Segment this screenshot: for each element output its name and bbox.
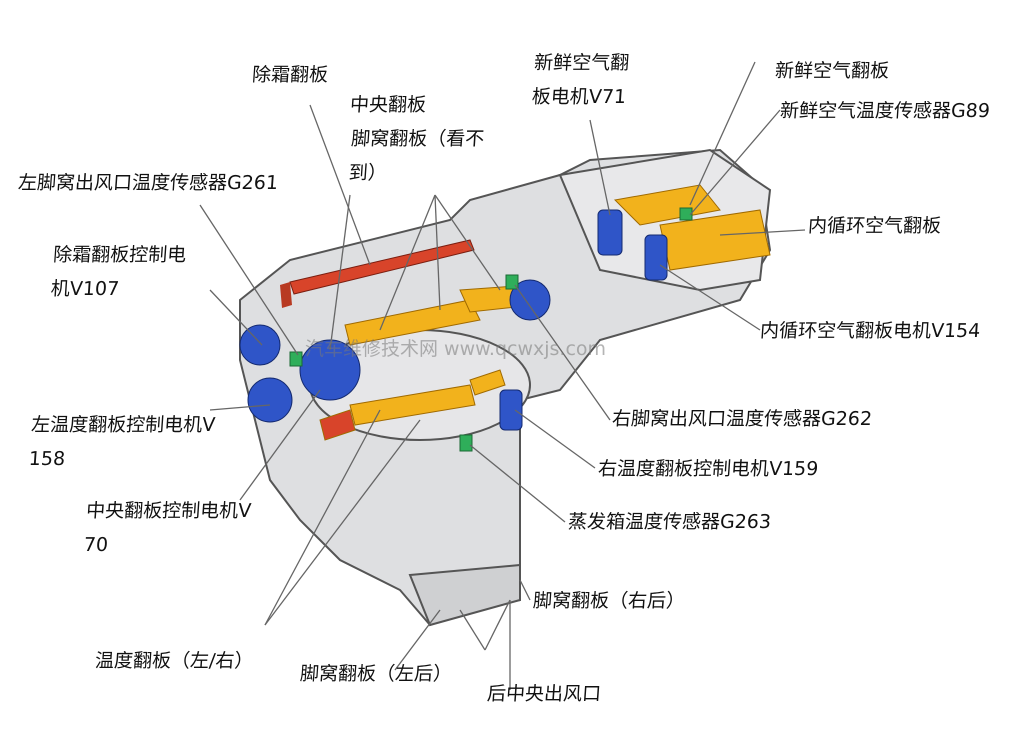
motors [239, 209, 668, 431]
label-footwell-flap-left-rear: 脚窝翻板（左后） [299, 663, 453, 685]
label-fresh-air-flap: 新鲜空气翻板 [774, 60, 890, 82]
label-recirc-motor: 内循环空气翻板电机V154 [759, 320, 982, 342]
label-recirc-flap: 内循环空气翻板 [807, 215, 942, 237]
label-left-footwell-sensor: 左脚窝出风口温度传感器G261 [17, 172, 279, 194]
label-fresh-air-sensor: 新鲜空气温度传感器G89 [779, 100, 991, 122]
leader-lines [199, 61, 806, 690]
label-fresh-air-motor: 新鲜空气翻板电机V71 [531, 52, 630, 108]
label-central-flap: 中央翻板 [349, 94, 427, 116]
label-right-temp-motor: 右温度翻板控制电机V159 [597, 458, 820, 480]
label-temp-flap: 温度翻板（左/右） [94, 650, 255, 672]
label-footwell-flap-right-rear: 脚窝翻板（右后） [532, 590, 686, 612]
label-defrost-flap: 除霜翻板 [251, 64, 329, 86]
fresh-air-flaps [613, 184, 771, 271]
label-central-motor: 中央翻板控制电机V70 [83, 500, 252, 556]
label-right-footwell-sensor: 右脚窝出风口温度传感器G262 [611, 408, 873, 430]
label-rear-center-vent: 后中央出风口 [486, 683, 602, 705]
label-evaporator-sensor: 蒸发箱温度传感器G263 [567, 511, 772, 533]
label-footwell-flap-hidden: 脚窝翻板（看不到） [348, 128, 485, 184]
label-left-temp-motor: 左温度翻板控制电机V158 [28, 414, 216, 470]
label-defrost-motor: 除霜翻板控制电机V107 [50, 244, 187, 300]
defrost-flap [280, 239, 475, 308]
watermark: 汽车维修技术网 www.qcwxjs.com [305, 338, 607, 360]
